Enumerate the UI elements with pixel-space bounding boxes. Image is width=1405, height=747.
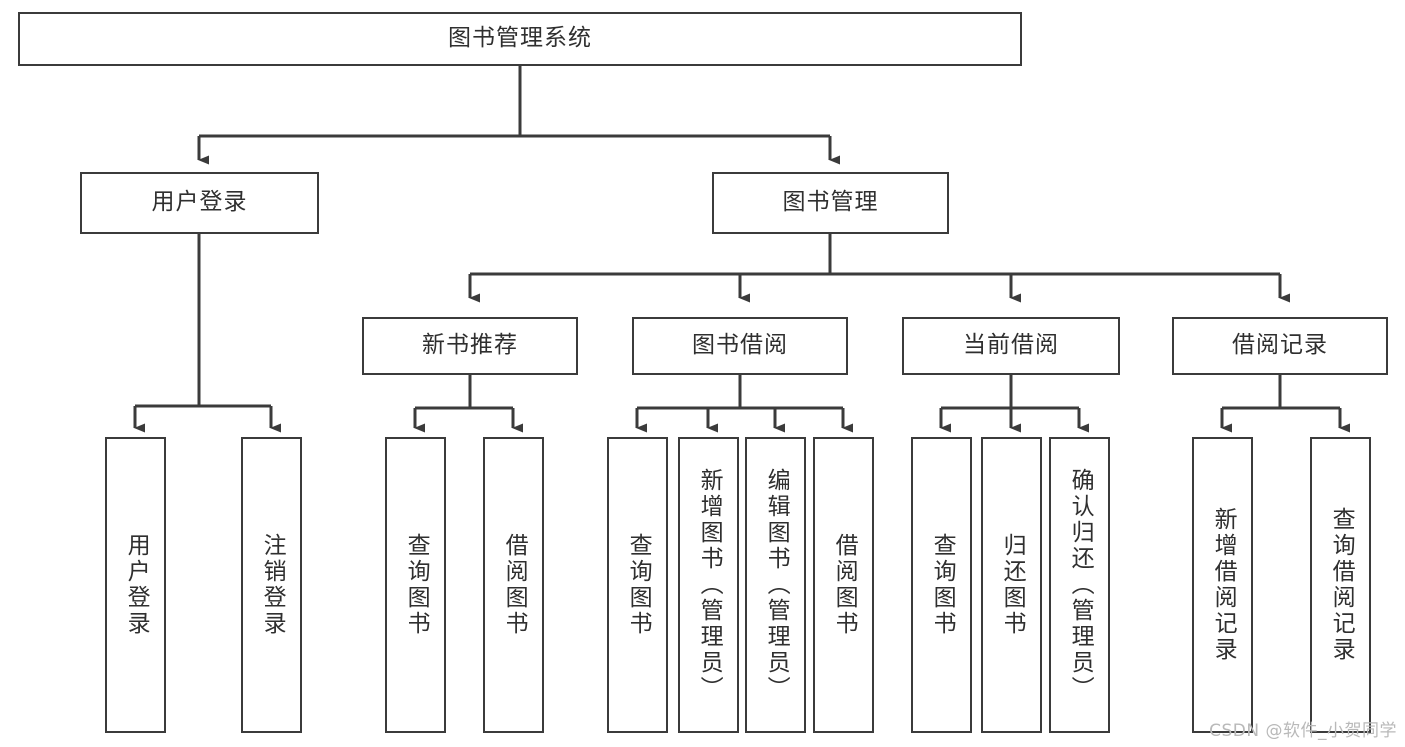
node-label: 当前借阅	[963, 332, 1059, 359]
leaf-query-book-borrow[interactable]: 查询图书	[607, 437, 668, 733]
csdn-watermark: CSDN @软件_小贺同学	[1209, 721, 1397, 741]
leaf-user-login[interactable]: 用户登录	[105, 437, 166, 733]
node-book-management[interactable]: 图书管理	[712, 172, 949, 234]
node-label: 查询图书	[929, 533, 956, 637]
node-label: 借阅图书	[831, 533, 858, 637]
node-label: 用户登录	[151, 189, 248, 216]
leaf-query-book-current[interactable]: 查询图书	[911, 437, 972, 733]
node-book-borrow[interactable]: 图书借阅	[632, 317, 848, 375]
node-root-book-management-system[interactable]: 图书管理系统	[18, 12, 1022, 66]
node-current-borrow[interactable]: 当前借阅	[902, 317, 1120, 375]
node-label: 新增借阅记录	[1210, 507, 1237, 663]
leaf-query-borrow-record[interactable]: 查询借阅记录	[1310, 437, 1371, 733]
node-label: 注销登录	[259, 533, 286, 637]
node-borrow-record[interactable]: 借阅记录	[1172, 317, 1388, 375]
node-label: 编辑图书（管理员）	[763, 468, 790, 702]
node-label: 确认归还（管理员）	[1067, 468, 1094, 702]
leaf-confirm-return-admin[interactable]: 确认归还（管理员）	[1049, 437, 1110, 733]
node-label: 图书借阅	[692, 332, 788, 359]
node-label: 新书推荐	[422, 332, 518, 359]
node-label: 新增图书（管理员）	[696, 468, 723, 702]
leaf-add-borrow-record[interactable]: 新增借阅记录	[1192, 437, 1253, 733]
leaf-logout-login[interactable]: 注销登录	[241, 437, 302, 733]
leaf-query-book-recommend[interactable]: 查询图书	[385, 437, 446, 733]
leaf-borrow-book-recommend[interactable]: 借阅图书	[483, 437, 544, 733]
node-label: 归还图书	[999, 533, 1026, 637]
leaf-borrow-book-borrow[interactable]: 借阅图书	[813, 437, 874, 733]
node-label: 图书管理系统	[448, 25, 592, 52]
leaf-add-book-admin[interactable]: 新增图书（管理员）	[678, 437, 739, 733]
node-label: 借阅记录	[1232, 332, 1328, 359]
node-label: 查询图书	[403, 533, 430, 637]
leaf-edit-book-admin[interactable]: 编辑图书（管理员）	[745, 437, 806, 733]
leaf-return-book[interactable]: 归还图书	[981, 437, 1042, 733]
node-label: 用户登录	[123, 533, 150, 637]
node-label: 查询图书	[625, 533, 652, 637]
node-label: 查询借阅记录	[1328, 507, 1355, 663]
node-label: 图书管理	[782, 189, 879, 216]
node-label: 借阅图书	[501, 533, 528, 637]
node-new-book-recommend[interactable]: 新书推荐	[362, 317, 578, 375]
node-user-login[interactable]: 用户登录	[80, 172, 319, 234]
